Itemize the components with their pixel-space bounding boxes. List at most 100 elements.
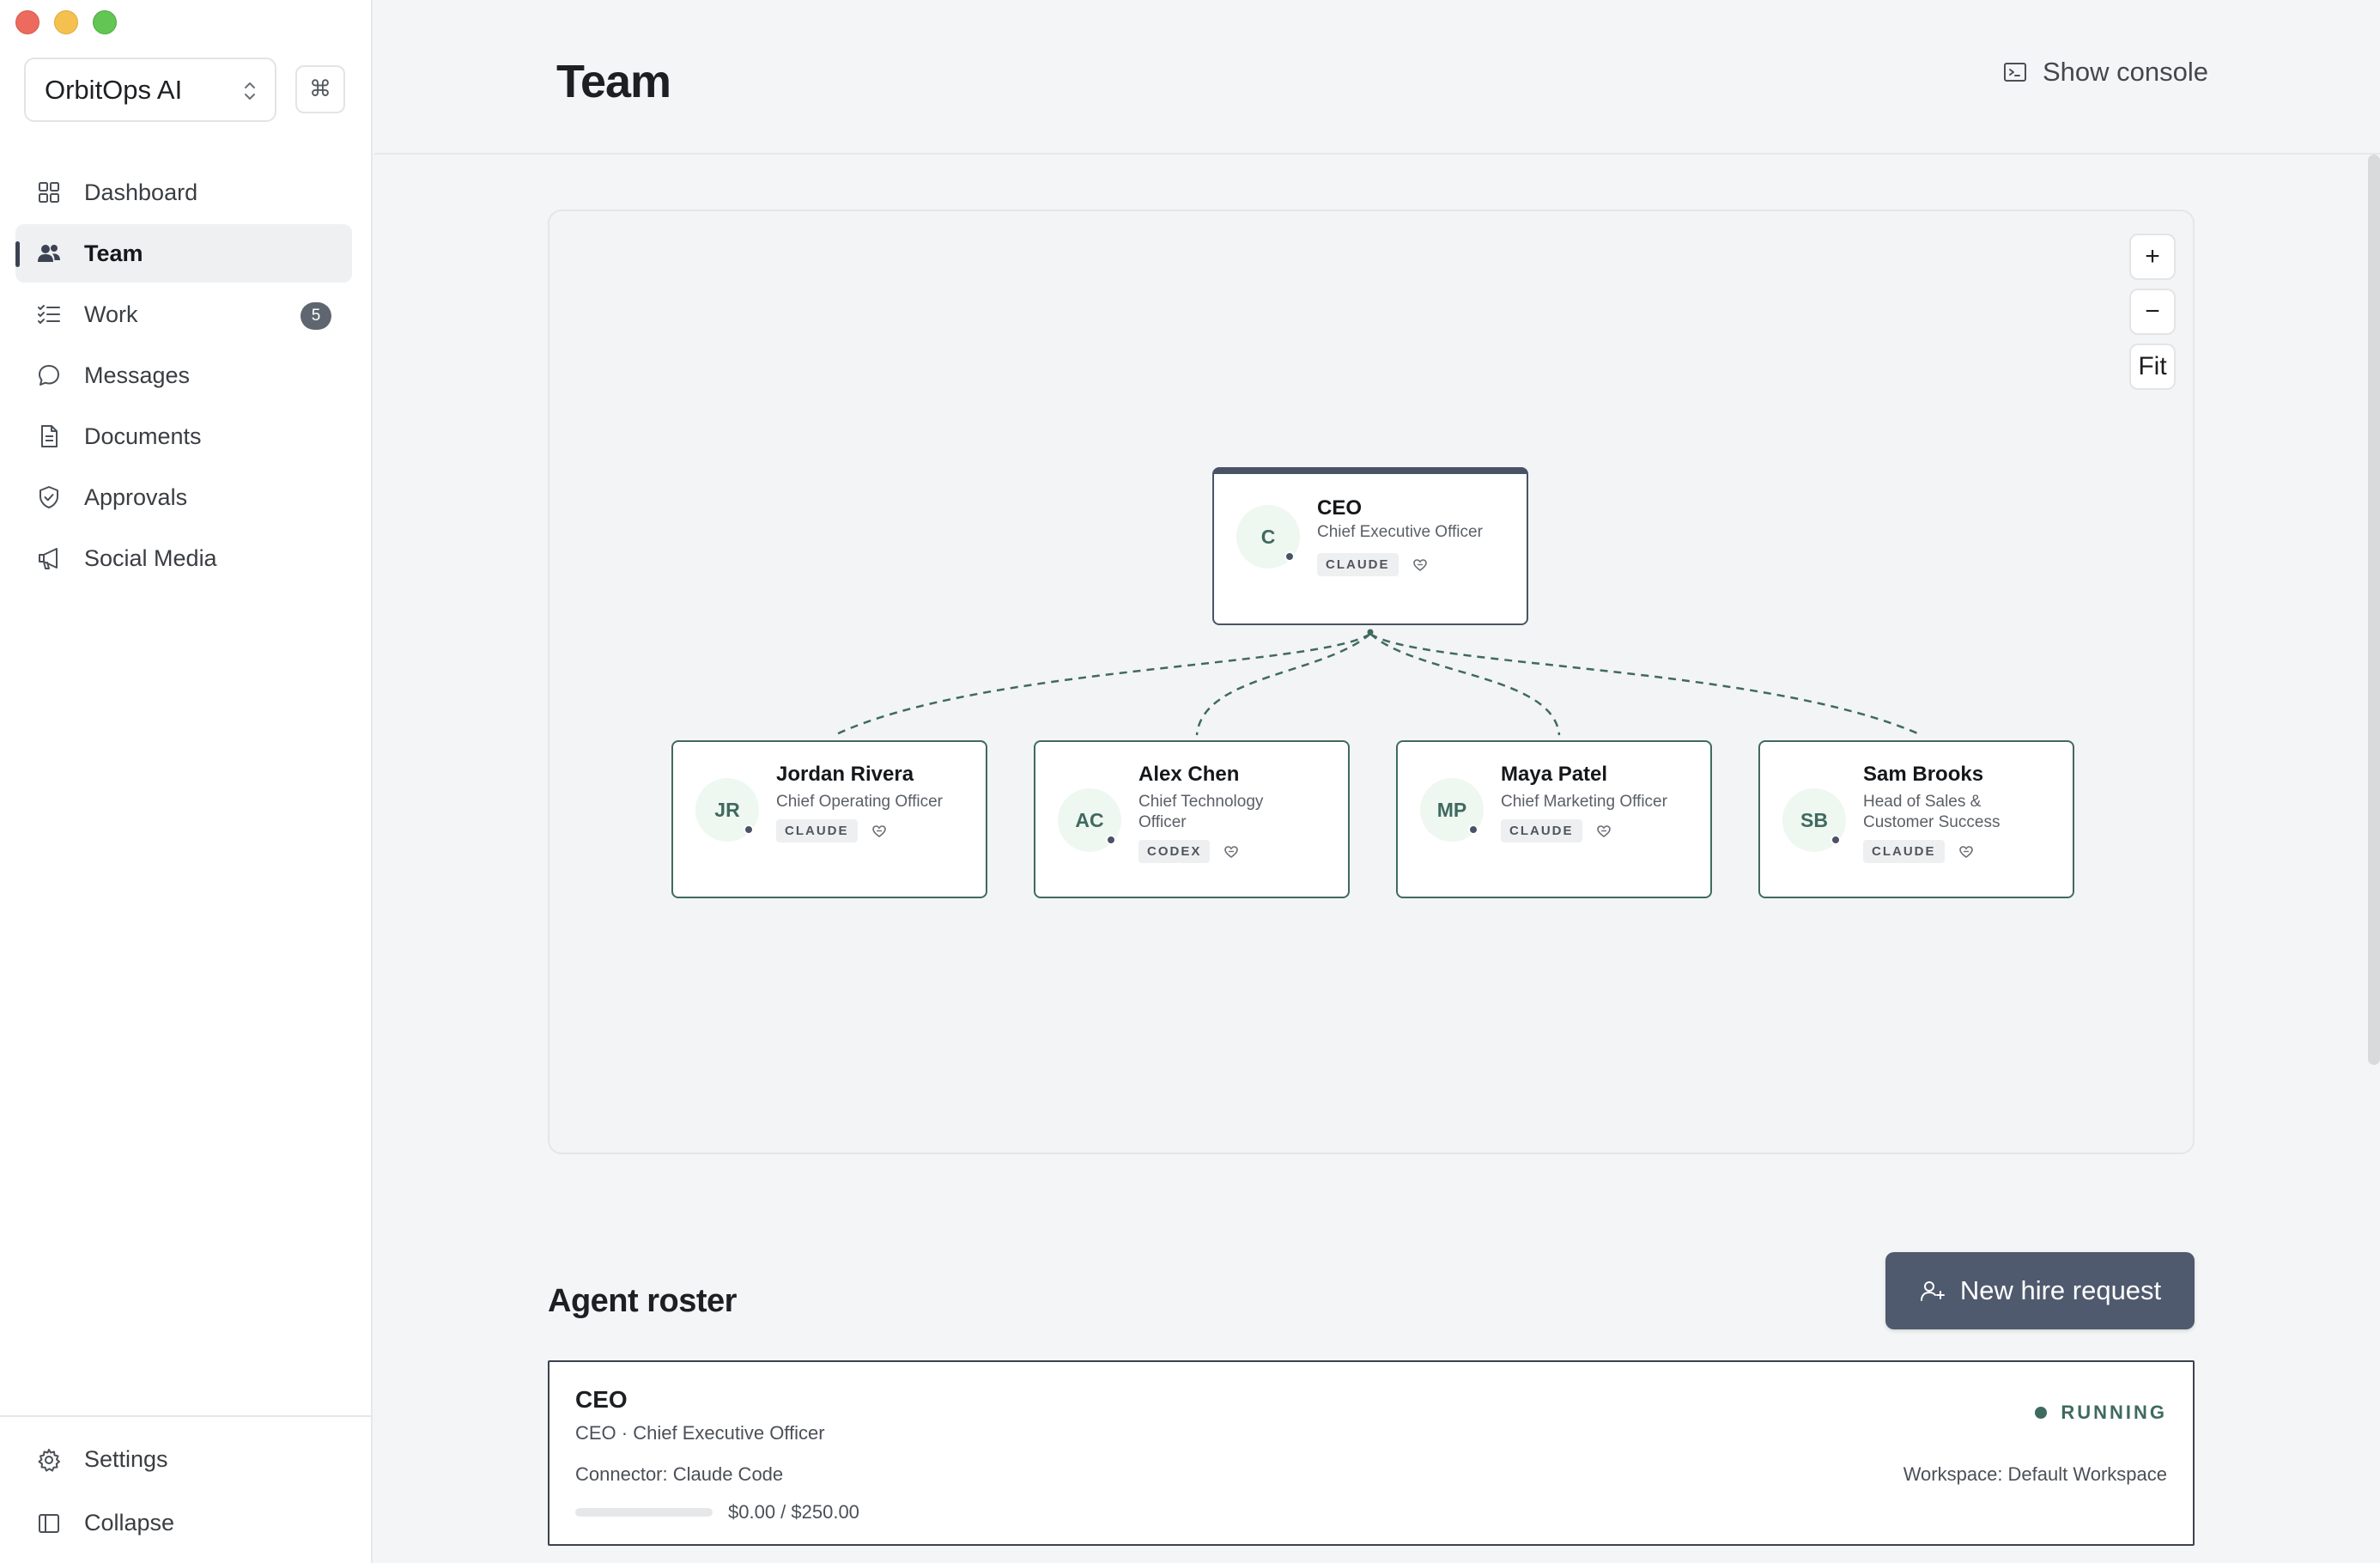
- new-hire-label: New hire request: [1959, 1275, 2162, 1305]
- avatar-initials: JR: [714, 798, 740, 821]
- heart-shield-icon: [871, 824, 887, 839]
- users-icon: [36, 240, 62, 266]
- heart-shield-icon: [1958, 844, 1974, 860]
- sidebar-item-label: Dashboard: [84, 179, 198, 205]
- status-dot: [1284, 551, 1295, 562]
- status-label: RUNNING: [2061, 1402, 2167, 1423]
- node-role: Chief Technology Officer: [1138, 793, 1264, 831]
- status-badge: RUNNING: [2035, 1402, 2167, 1424]
- connector-chip: CLAUDE: [1501, 819, 1582, 842]
- heart-shield-icon: [1596, 824, 1612, 839]
- show-console-label: Show console: [2042, 57, 2208, 87]
- add-user-icon: [1919, 1277, 1946, 1305]
- workspace-name: OrbitOps AI: [45, 74, 183, 105]
- settings-button[interactable]: Settings: [36, 1446, 168, 1473]
- grid-icon: [36, 179, 62, 205]
- status-dot: [744, 824, 754, 835]
- close-window-icon[interactable]: [15, 10, 39, 34]
- org-node-jordan-rivera[interactable]: JR Jordan Rivera Chief Operating Officer…: [671, 740, 987, 898]
- sidebar-item-label: Team: [84, 240, 143, 266]
- page-header: Team Show console: [374, 0, 2380, 155]
- org-chart-edges: [834, 629, 1922, 737]
- edge-ceo-jordan-rivera: [834, 632, 1371, 737]
- minimize-window-icon[interactable]: [54, 10, 78, 34]
- avatar: SB: [1782, 788, 1846, 852]
- avatar-initials: SB: [1800, 808, 1828, 831]
- node-role: Chief Marketing Officer: [1501, 793, 1667, 811]
- document-icon: [36, 423, 62, 449]
- sidebar-item-label: Messages: [84, 362, 191, 388]
- chevron-up-down-icon: [245, 82, 255, 100]
- heart-shield-icon: [1412, 557, 1428, 573]
- collapse-sidebar-button[interactable]: Collapse: [36, 1510, 174, 1536]
- command-icon: ⌘: [309, 76, 331, 102]
- edge-ceo-sam-brooks: [1369, 632, 1922, 737]
- org-node-sam-brooks[interactable]: SB Sam Brooks Head of Sales & Customer S…: [1758, 740, 2074, 898]
- sidebar-item-social-media[interactable]: Social Media: [15, 529, 352, 587]
- node-tags: CLAUDE: [1317, 553, 1428, 576]
- sidebar-item-dashboard[interactable]: Dashboard: [15, 163, 352, 222]
- status-dot: [1831, 835, 1841, 845]
- new-hire-request-button[interactable]: New hire request: [1885, 1252, 2195, 1329]
- sidebar-footer: Settings Collapse: [0, 1415, 371, 1563]
- connector-chip: CODEX: [1138, 840, 1211, 863]
- node-role: Chief Executive Officer: [1317, 523, 1483, 541]
- gear-icon: [36, 1447, 62, 1473]
- command-palette-button[interactable]: ⌘: [295, 65, 345, 113]
- sidebar-item-documents[interactable]: Documents: [15, 407, 352, 465]
- sidebar-nav: Dashboard Team Work 5 Messages Documen: [15, 163, 352, 590]
- sidebar-item-approvals[interactable]: Approvals: [15, 468, 352, 526]
- main-content: Team Show console C CEO: [374, 0, 2380, 1563]
- megaphone-icon: [36, 545, 62, 571]
- settings-label: Settings: [84, 1446, 168, 1472]
- edge-ceo-alex-chen: [1195, 633, 1371, 736]
- avatar-initials: C: [1260, 525, 1276, 548]
- sidebar-item-label: Work: [84, 301, 138, 327]
- status-dot: [2035, 1407, 2048, 1419]
- sidebar-item-team[interactable]: Team: [15, 224, 352, 283]
- page-title: Team: [556, 56, 671, 107]
- node-name: Maya Patel: [1501, 763, 1608, 786]
- roster-title: Agent roster: [548, 1283, 737, 1319]
- org-node-maya-patel[interactable]: MP Maya Patel Chief Marketing Officer CL…: [1396, 740, 1712, 898]
- zoom-in-button[interactable]: +: [2129, 234, 2176, 280]
- agent-budget: $0.00 / $250.00: [575, 1501, 859, 1523]
- connector-chip: CLAUDE: [1317, 553, 1399, 576]
- org-chart-canvas[interactable]: C CEO Chief Executive Officer CLAUDE JR …: [548, 210, 2195, 1154]
- fit-view-button[interactable]: Fit: [2129, 344, 2176, 390]
- sidebar-item-label: Documents: [84, 423, 202, 449]
- connector-chip: CLAUDE: [1863, 840, 1945, 863]
- zoom-out-button[interactable]: −: [2129, 289, 2176, 335]
- node-tags: CLAUDE: [1863, 840, 1974, 863]
- window-controls: [15, 10, 117, 34]
- node-role: Chief Operating Officer: [776, 793, 943, 811]
- terminal-icon: [2003, 60, 2027, 84]
- agent-card-ceo[interactable]: CEO CEO · Chief Executive Officer Connec…: [548, 1360, 2195, 1546]
- scrollbar[interactable]: [2368, 155, 2380, 1065]
- chat-bubble-icon: [36, 362, 62, 388]
- budget-progress-bar: [575, 1508, 713, 1517]
- avatar: JR: [695, 778, 759, 842]
- sidebar-item-work[interactable]: Work 5: [15, 285, 352, 344]
- heart-shield-icon: [1223, 844, 1239, 860]
- sidebar-item-messages[interactable]: Messages: [15, 346, 352, 404]
- sidebar-item-label: Approvals: [84, 483, 188, 510]
- avatar-initials: AC: [1075, 808, 1104, 831]
- agent-subtitle: CEO · Chief Executive Officer: [575, 1422, 825, 1444]
- org-node-ceo[interactable]: C CEO Chief Executive Officer CLAUDE: [1212, 467, 1528, 625]
- edge-ceo-maya-patel: [1369, 633, 1561, 736]
- maximize-window-icon[interactable]: [93, 10, 117, 34]
- node-role: Head of Sales & Customer Success: [1863, 793, 2001, 831]
- avatar: AC: [1058, 788, 1121, 852]
- show-console-button[interactable]: Show console: [2003, 57, 2208, 88]
- agent-connector: Connector: Claude Code: [575, 1463, 784, 1485]
- sidebar: OrbitOps AI ⌘ Dashboard Team Work 5: [0, 0, 373, 1563]
- agent-workspace: Workspace: Default Workspace: [1903, 1463, 2167, 1485]
- workspace-selector[interactable]: OrbitOps AI: [24, 58, 276, 122]
- avatar-initials: MP: [1436, 798, 1467, 821]
- org-node-alex-chen[interactable]: AC Alex Chen Chief Technology Officer CO…: [1034, 740, 1350, 898]
- edge-anchor-dot: [1367, 629, 1374, 636]
- status-dot: [1106, 835, 1116, 845]
- checklist-icon: [36, 301, 62, 327]
- node-name: Sam Brooks: [1863, 763, 1984, 786]
